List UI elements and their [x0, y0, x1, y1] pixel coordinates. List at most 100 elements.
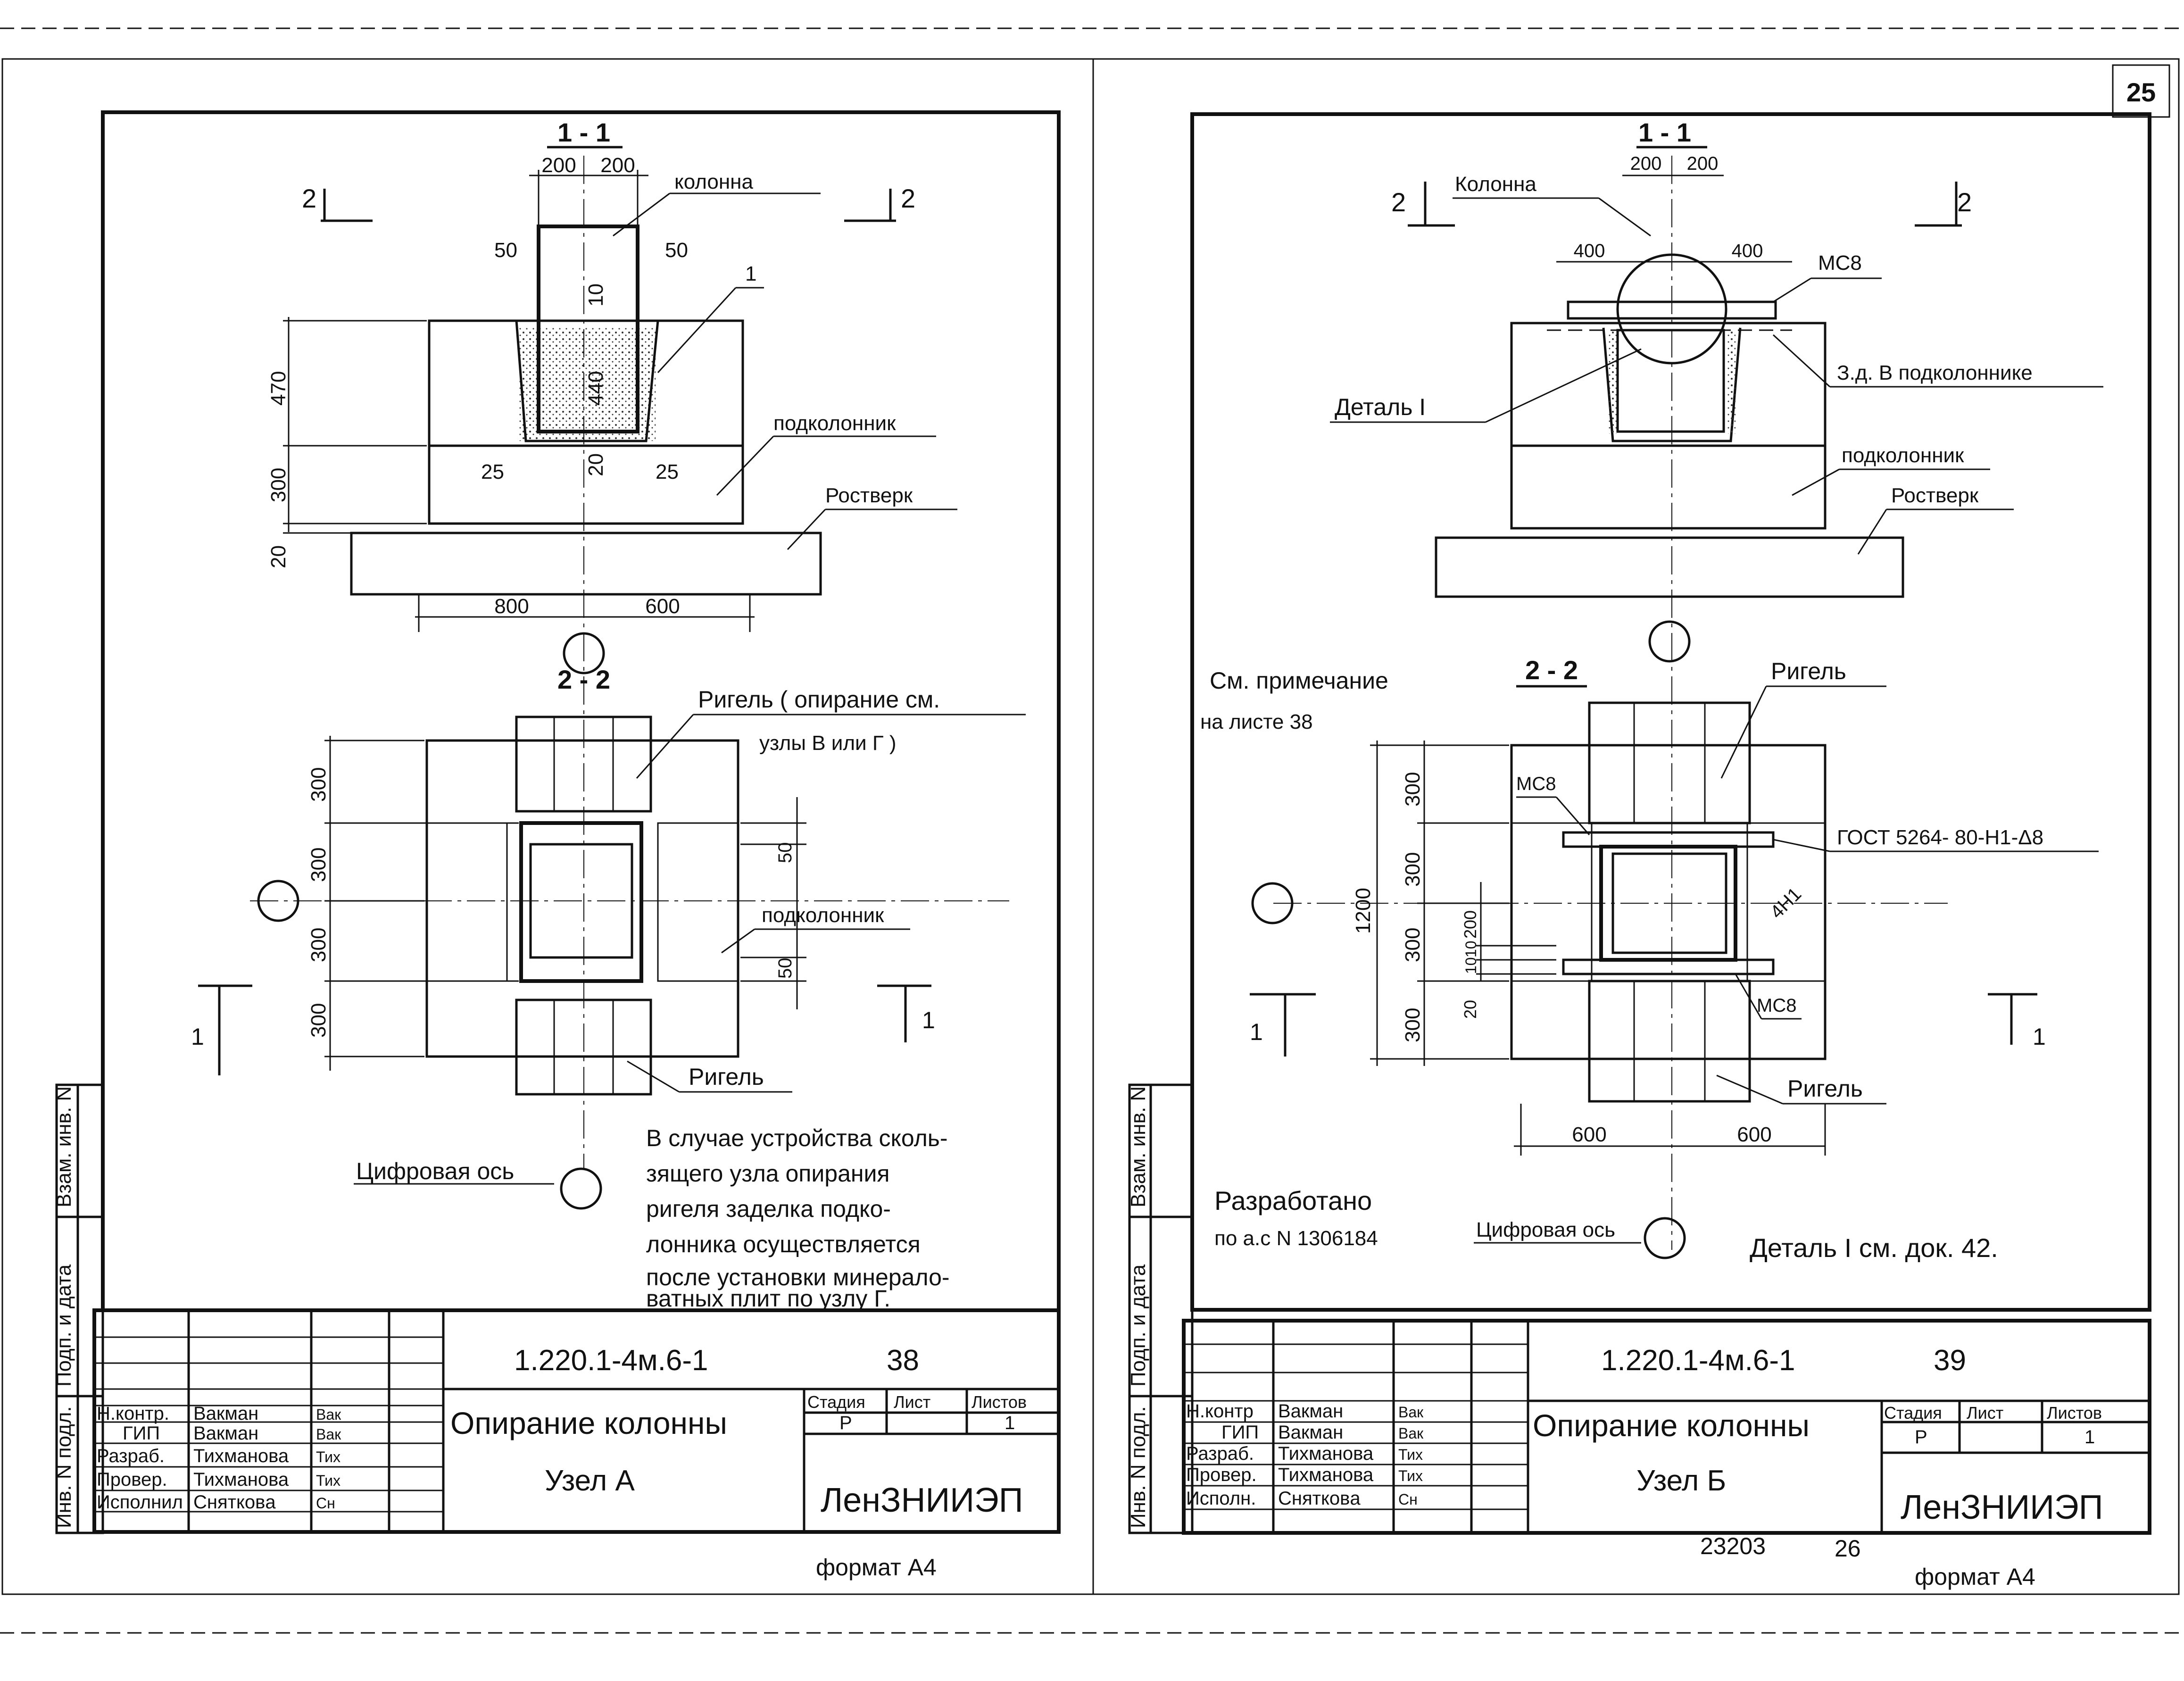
tb-left-sheets-h: Листов [972, 1392, 1027, 1412]
left-cut-2b: 2 [901, 183, 915, 213]
tb-left-name-3: Тихманова [193, 1446, 289, 1466]
right-axis-circle-left [1251, 882, 1294, 924]
dim-200a: 200 [541, 154, 576, 177]
tb-right-name-2: Вакман [1278, 1422, 1343, 1443]
note-line-1: В случае устройства сколь- [646, 1125, 947, 1151]
dim-200b: 200 [600, 154, 635, 177]
note-line-2: зящего узла опирания [646, 1160, 890, 1187]
tb-left-stage-h: Стадия [807, 1392, 865, 1412]
stamp-inv: Инв. N подл. [52, 1406, 75, 1528]
tb-left-sign-5: Сн [316, 1495, 335, 1512]
tb-right-name-3: Тихманова [1278, 1443, 1374, 1464]
tb-right-role-1: Н.контр [1186, 1401, 1254, 1422]
tb-right-name-4: Тихманова [1278, 1465, 1374, 1485]
r-stamp-inv: Инв. N подл. [1127, 1406, 1150, 1528]
tb-right-sheets: 1 [2084, 1427, 2095, 1448]
plan-dim-50a: 50 [775, 842, 796, 864]
r-label-ms8-plan-b: МС8 [1757, 995, 1796, 1016]
r-dim-20: 20 [1461, 1000, 1480, 1019]
left-section-1-1: 1 - 1 2 2 200 200 50 [267, 117, 957, 1170]
plan-dim-300b: 300 [307, 848, 330, 882]
tb-right-sign-1: Вак [1398, 1404, 1424, 1421]
plan-dim-300a: 300 [307, 767, 330, 802]
r-label-gost: ГОСТ 5264- 80-Н1-Δ8 [1837, 826, 2043, 849]
tb-right-code: 1.220.1-4м.6-1 [1601, 1344, 1795, 1377]
left-axis-circle-bottom [560, 1167, 602, 1210]
right-s22-title: 2 - 2 [1525, 655, 1578, 685]
r-dim-200: 200 [1461, 910, 1480, 939]
tb-left-sign-4: Тих [316, 1472, 340, 1489]
r-label-ms8-plan: МС8 [1516, 774, 1556, 794]
r-label-weld: 4Н1 [1766, 883, 1805, 923]
tb-right-sheets-h: Листов [2047, 1403, 2102, 1423]
left-cut-2a: 2 [302, 183, 316, 213]
dim-50b: 50 [665, 239, 688, 262]
right-cut-1a: 1 [1250, 1019, 1263, 1045]
dim-600: 600 [645, 595, 680, 618]
tb-left-sheet-h: Лист [894, 1392, 930, 1412]
left-raft [350, 532, 822, 596]
tb-left-sign-1: Вак [316, 1406, 341, 1423]
tb-right-subtitle: Узел Б [1636, 1465, 1726, 1497]
tb-right-sign-4: Тих [1398, 1467, 1423, 1484]
tb-left-title: Опирание колонны [450, 1406, 727, 1440]
r-plan-plate-bottom [1562, 958, 1775, 975]
r-label-kolonna: Колонна [1455, 173, 1536, 196]
left-axis-circle-left [257, 880, 299, 922]
stamp-podp: Подп. и дата [52, 1264, 75, 1387]
tb-left-name-2: Вакман [193, 1423, 258, 1444]
r-label-rigel-top: Ригель [1771, 658, 1846, 684]
tb-right-sign-2: Вак [1398, 1425, 1424, 1442]
archive-number: 23203 [1700, 1533, 1766, 1559]
tb-right-stage-h: Стадия [1884, 1403, 1942, 1423]
dim-470: 470 [267, 371, 290, 406]
tb-right-name-5: Снятковa [1278, 1488, 1361, 1509]
r-label-developed-2: по а.с N 1306184 [1214, 1227, 1378, 1250]
r-label-see-note-2: на листе 38 [1200, 710, 1313, 733]
right-s11-title: 1 - 1 [1638, 117, 1691, 147]
dim-440: 440 [584, 371, 607, 406]
tb-right-sheet-h: Лист [1967, 1403, 2003, 1423]
right-side-stamp: Взам. инв. N Подп. и дата Инв. N подл. [1127, 1083, 1194, 1534]
r-plan-300a: 300 [1401, 772, 1424, 807]
dim-10: 10 [584, 283, 607, 307]
dim-20: 20 [584, 453, 607, 476]
tb-left-role-4: Провер. [97, 1469, 167, 1490]
right-cut-1b: 1 [2033, 1024, 2046, 1050]
left-s11-title: 1 - 1 [557, 117, 610, 147]
stamp-vzam: Взам. инв. N [52, 1086, 75, 1207]
tb-left-role-1: Н.контр. [97, 1403, 169, 1424]
tb-left-org: ЛенЗНИИЭП [821, 1481, 1023, 1519]
right-cut-2a: 2 [1391, 187, 1406, 217]
tb-right-stage: Р [1915, 1427, 1927, 1448]
label-rigel-bottom: Ригель [689, 1064, 764, 1090]
r-dim-600a: 600 [1572, 1123, 1606, 1146]
left-note: В случае устройства сколь- зящего узла о… [646, 1125, 950, 1312]
r-stamp-vzam: Взам. инв. N [1127, 1086, 1150, 1207]
label-podkolonnik-plan: подколонник [762, 904, 884, 927]
tb-left-code: 1.220.1-4м.6-1 [514, 1344, 708, 1377]
r-label-zd: З.д. В подколоннике [1837, 361, 2033, 384]
left-title-block: 1.220.1-4м.6-1 38 Опирание колонны Узел … [92, 1308, 1061, 1534]
dim-25a: 25 [481, 460, 504, 483]
note-line-6: ватных плит по узлу Г. [646, 1285, 890, 1312]
label-item-1: 1 [745, 262, 756, 285]
r-label-ms8-top: МС8 [1818, 251, 1862, 275]
tb-left-name-5: Снятковa [193, 1492, 276, 1513]
dim-25b: 25 [656, 460, 679, 483]
right-section-2-2: 2 - 2 См. примечание на листе 38 [1200, 655, 2099, 1263]
r-label-detail-ref: Деталь I см. док. 42. [1750, 1233, 1998, 1263]
r-dim-400a: 400 [1574, 241, 1605, 261]
plan-dim-300c: 300 [307, 928, 330, 962]
left-axis-circle-top [563, 632, 605, 674]
left-cut-1b: 1 [922, 1007, 935, 1033]
tb-left-sheets: 1 [1005, 1413, 1015, 1433]
r-plan-plate-top [1562, 831, 1775, 848]
tb-right-role-2: ГИП [1221, 1422, 1259, 1443]
r-label-rigel-bottom: Ригель [1787, 1075, 1863, 1102]
tb-left-subtitle: Узел А [545, 1465, 635, 1497]
tb-right-sign-5: Сн [1398, 1491, 1418, 1508]
tb-left-sheet-no: 38 [887, 1344, 919, 1377]
tb-right-role-4: Провер. [1186, 1465, 1257, 1485]
outer-frame [1, 58, 2180, 1595]
